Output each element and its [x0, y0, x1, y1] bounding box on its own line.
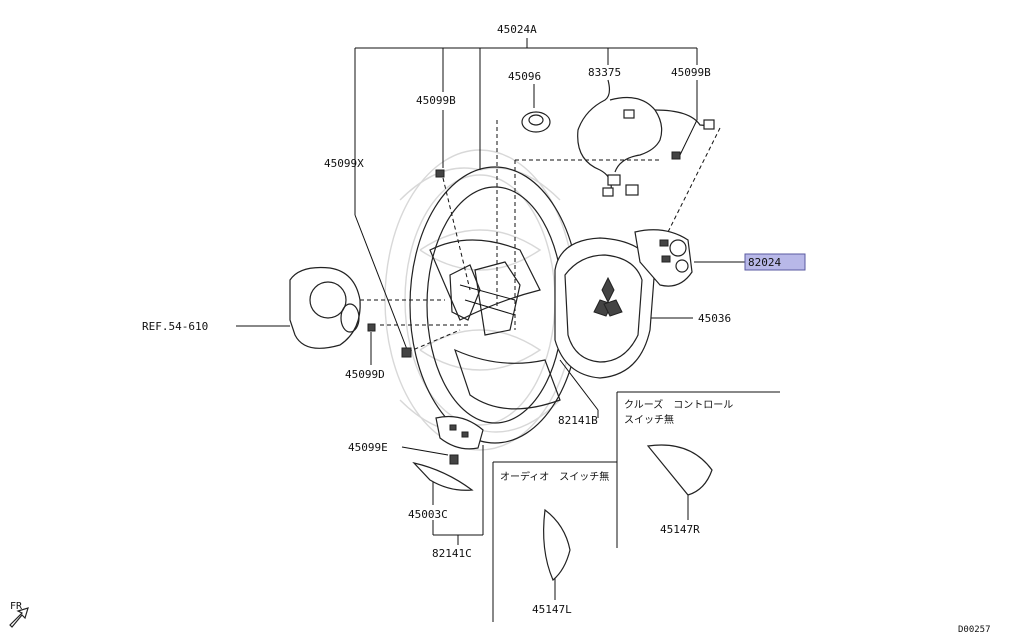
wire-harness: [577, 79, 715, 197]
highlight-box: [744, 253, 806, 271]
label-45099d[interactable]: 45099D: [345, 368, 385, 381]
airbag-module: [554, 237, 656, 379]
label-45036[interactable]: 45036: [698, 312, 731, 325]
label-83375[interactable]: 83375: [588, 66, 621, 79]
label-ref[interactable]: REF.54-610: [142, 320, 208, 333]
note-cruise-line2: スイッチ無: [624, 413, 674, 426]
clock-spring: [289, 266, 361, 349]
cruise-switch: [634, 229, 693, 287]
label-82141c[interactable]: 82141C: [432, 547, 472, 560]
label-45024a[interactable]: 45024A: [497, 23, 537, 36]
note-audio: オーディオ スイッチ無: [500, 470, 609, 483]
cover-45147l: [543, 508, 571, 581]
projection-lines: [325, 120, 721, 353]
cover-45003c: [412, 461, 474, 491]
label-82141b[interactable]: 82141B: [558, 414, 598, 427]
label-45099b-left[interactable]: 45099B: [416, 94, 456, 107]
leader-lines: [236, 38, 780, 622]
fr-arrow-icon: [9, 607, 29, 628]
label-45099x[interactable]: 45099X: [324, 157, 364, 170]
label-45147l[interactable]: 45147L: [532, 603, 572, 616]
label-45147r[interactable]: 45147R: [660, 523, 700, 536]
diagram-code: D00257: [958, 625, 991, 635]
direction-label: FR: [10, 601, 23, 612]
screws: [367, 151, 681, 465]
label-45099b-right[interactable]: 45099B: [671, 66, 711, 79]
label-45099e[interactable]: 45099E: [348, 441, 388, 454]
note-cruise-line1: クルーズ コントロール: [624, 398, 733, 411]
label-45096[interactable]: 45096: [508, 70, 541, 83]
mitsubishi-logo: [593, 276, 623, 317]
nut-45096: [521, 111, 551, 133]
audio-switch: [435, 415, 484, 450]
label-82024[interactable]: 82024: [748, 256, 781, 269]
label-45003c[interactable]: 45003C: [408, 508, 448, 521]
cover-45147r: [646, 444, 713, 496]
